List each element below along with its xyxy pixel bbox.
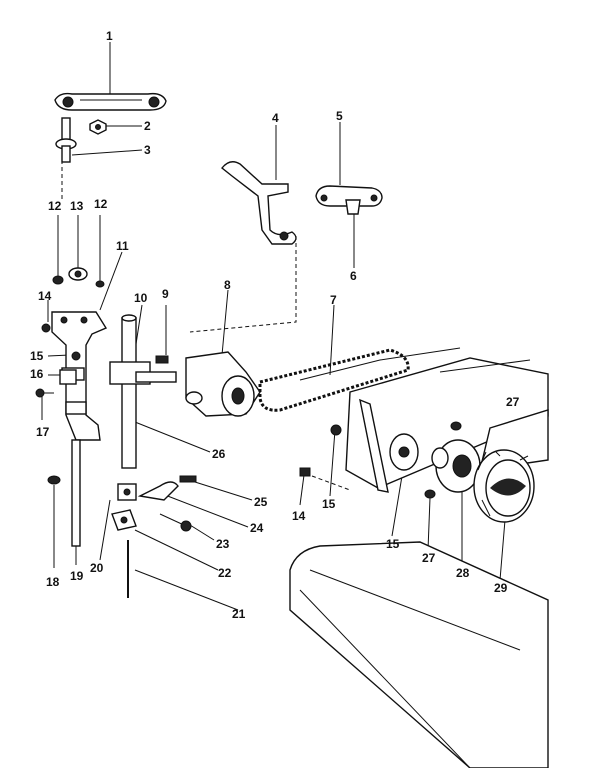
callout-10: 10	[134, 291, 148, 305]
part-17-screw	[35, 388, 54, 398]
part-28-gear	[431, 439, 481, 493]
callout-4: 4	[272, 111, 279, 125]
part-14-screw-left	[41, 323, 51, 333]
callout-19: 19	[70, 569, 84, 583]
callout-14-left: 14	[38, 289, 52, 303]
part-27-screw-bottom	[424, 489, 436, 499]
part-7-belt	[258, 348, 410, 412]
callout-8: 8	[224, 278, 231, 292]
part-4-lever	[221, 161, 297, 245]
part-2-nut	[89, 119, 107, 135]
callout-7: 7	[330, 293, 337, 307]
callout-25: 25	[254, 495, 268, 509]
part-24-thread-guide	[137, 481, 179, 501]
callout-12-right: 12	[94, 197, 108, 211]
callout-15-right: 15	[386, 537, 400, 551]
machine-body	[289, 347, 549, 768]
callout-20: 20	[90, 561, 104, 575]
callout-15-mid: 15	[322, 497, 336, 511]
callout-26: 26	[212, 447, 226, 461]
callout-21: 21	[232, 607, 246, 621]
part-29-handwheel	[473, 449, 535, 523]
callout-15-left: 15	[30, 349, 44, 363]
callout-24: 24	[250, 521, 264, 535]
callout-29: 29	[494, 581, 508, 595]
callout-5: 5	[336, 109, 343, 123]
callout-22: 22	[218, 566, 232, 580]
part-1-link-bar	[54, 92, 167, 111]
callout-27-bottom: 27	[422, 551, 436, 565]
callout-16: 16	[30, 367, 44, 381]
part-22-clamp-block	[111, 509, 137, 531]
part-18-washer	[47, 475, 61, 485]
callout-11: 11	[116, 239, 129, 253]
part-10-shaft	[109, 314, 177, 469]
callout-13: 13	[70, 199, 84, 213]
assembly-dashed-lines	[61, 160, 351, 491]
part-19-presser-bar	[71, 439, 81, 547]
part-27-screw-top	[450, 421, 462, 431]
part-23-screw	[159, 513, 192, 532]
part-16-block	[59, 369, 77, 385]
part-9-screw	[155, 355, 169, 364]
callout-9: 9	[162, 287, 169, 301]
callout-2: 2	[144, 119, 151, 133]
callout-12-left: 12	[48, 199, 62, 213]
callout-18: 18	[46, 575, 60, 589]
callout-23: 23	[216, 537, 230, 551]
part-13-collar	[68, 267, 88, 281]
part-20-needle-clamp	[117, 483, 137, 501]
part-12-set-screw	[52, 275, 105, 288]
leader-lines	[41, 42, 509, 611]
callout-labels: 1 2 3 4 5 6 7 8 9 10 11 12 12 13 14 14 1…	[30, 29, 520, 621]
part-3-stud	[55, 117, 77, 163]
callout-3: 3	[144, 143, 151, 157]
callout-17: 17	[36, 425, 50, 439]
callout-6: 6	[350, 269, 357, 283]
part-25-screw	[179, 475, 197, 483]
callout-27-top: 27	[506, 395, 520, 409]
callout-28: 28	[456, 566, 470, 580]
part-14-screw-right	[299, 467, 311, 477]
part-8-pulley-assembly	[185, 351, 261, 417]
callout-14-right: 14	[292, 509, 306, 523]
part-5-lever-arm	[315, 185, 383, 215]
callout-1: 1	[106, 29, 113, 43]
